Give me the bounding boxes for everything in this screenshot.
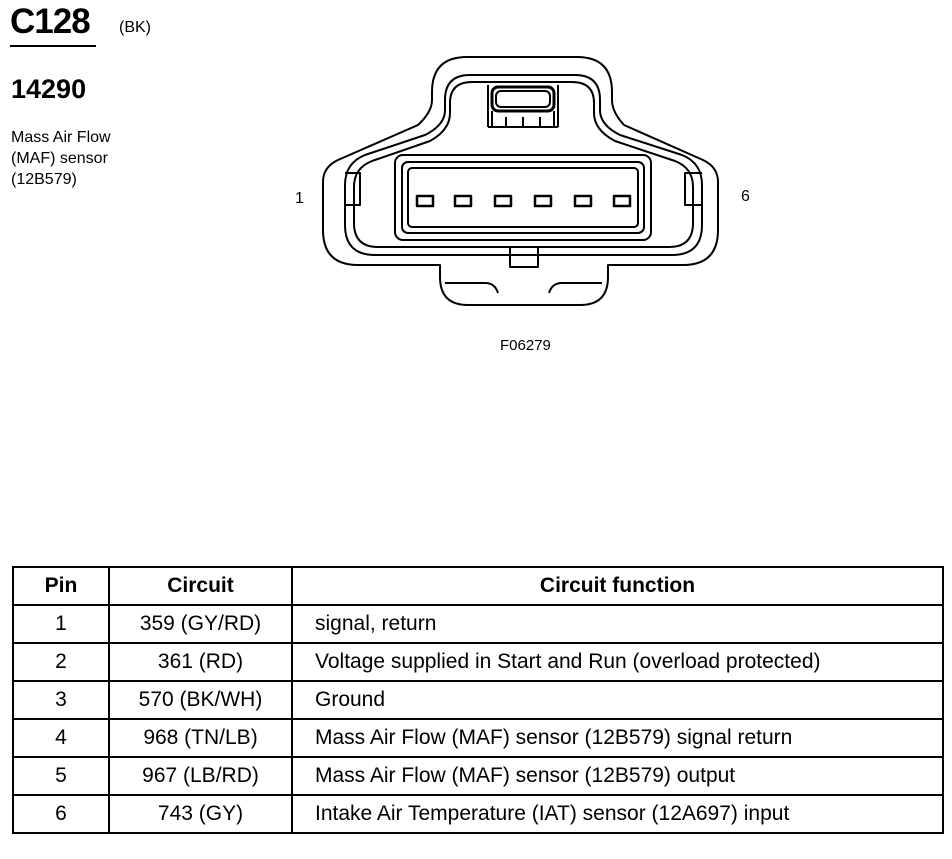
pin-label-right: 6 [741, 188, 750, 205]
connector-color: (BK) [119, 19, 151, 36]
table-header-row: Pin Circuit Circuit function [12, 566, 944, 606]
cell-function: Ground [291, 680, 944, 720]
connector-left-ear [345, 172, 361, 206]
component-description: Mass Air Flow (MAF) sensor (12B579) [11, 127, 111, 190]
pin-2 [453, 194, 473, 208]
pin-5 [573, 194, 593, 208]
description-line: (MAF) sensor [11, 150, 108, 167]
cell-circuit: 967 (LB/RD) [108, 756, 293, 796]
cell-pin: 3 [12, 680, 110, 720]
description-line: (12B579) [11, 171, 77, 188]
cell-function: Mass Air Flow (MAF) sensor (12B579) outp… [291, 756, 944, 796]
cell-function: Intake Air Temperature (IAT) sensor (12A… [291, 794, 944, 834]
pin-4 [533, 194, 553, 208]
cell-circuit: 968 (TN/LB) [108, 718, 293, 758]
pin-3 [493, 194, 513, 208]
cell-pin: 2 [12, 642, 110, 682]
cell-function: Voltage supplied in Start and Run (overl… [291, 642, 944, 682]
connector-key-notch [509, 247, 539, 268]
cell-pin: 1 [12, 604, 110, 644]
figure-id: F06279 [500, 337, 551, 354]
cell-pin: 5 [12, 756, 110, 796]
cell-circuit: 743 (GY) [108, 794, 293, 834]
pin-6 [612, 194, 632, 208]
connector-outer-housing [322, 56, 719, 306]
table-row: 5 967 (LB/RD) Mass Air Flow (MAF) sensor… [12, 756, 944, 796]
header-circuit: Circuit [108, 566, 293, 606]
pinout-table: Pin Circuit Circuit function 1 359 (GY/R… [12, 566, 944, 834]
latch-button [490, 85, 556, 113]
table-row: 4 968 (TN/LB) Mass Air Flow (MAF) sensor… [12, 718, 944, 758]
cell-function: Mass Air Flow (MAF) sensor (12B579) sign… [291, 718, 944, 758]
pin-label-left: 1 [295, 190, 304, 207]
part-number: 14290 [11, 74, 87, 104]
cell-pin: 6 [12, 794, 110, 834]
header-pin: Pin [12, 566, 110, 606]
cell-pin: 4 [12, 718, 110, 758]
table-row: 6 743 (GY) Intake Air Temperature (IAT) … [12, 794, 944, 834]
connector-right-ear [684, 172, 702, 206]
header-function: Circuit function [291, 566, 944, 606]
connector-face-diagram [322, 56, 719, 306]
description-line: Mass Air Flow [11, 129, 111, 146]
table-row: 3 570 (BK/WH) Ground [12, 680, 944, 720]
terminal-cavity-frame [394, 154, 652, 241]
cell-circuit: 359 (GY/RD) [108, 604, 293, 644]
table-row: 1 359 (GY/RD) signal, return [12, 604, 944, 644]
pin-1 [415, 194, 435, 208]
cell-circuit: 361 (RD) [108, 642, 293, 682]
title-underline [10, 45, 96, 47]
cell-function: signal, return [291, 604, 944, 644]
cell-circuit: 570 (BK/WH) [108, 680, 293, 720]
table-row: 2 361 (RD) Voltage supplied in Start and… [12, 642, 944, 682]
connector-inner-ring [344, 74, 703, 256]
connector-id: C128 [10, 2, 91, 41]
